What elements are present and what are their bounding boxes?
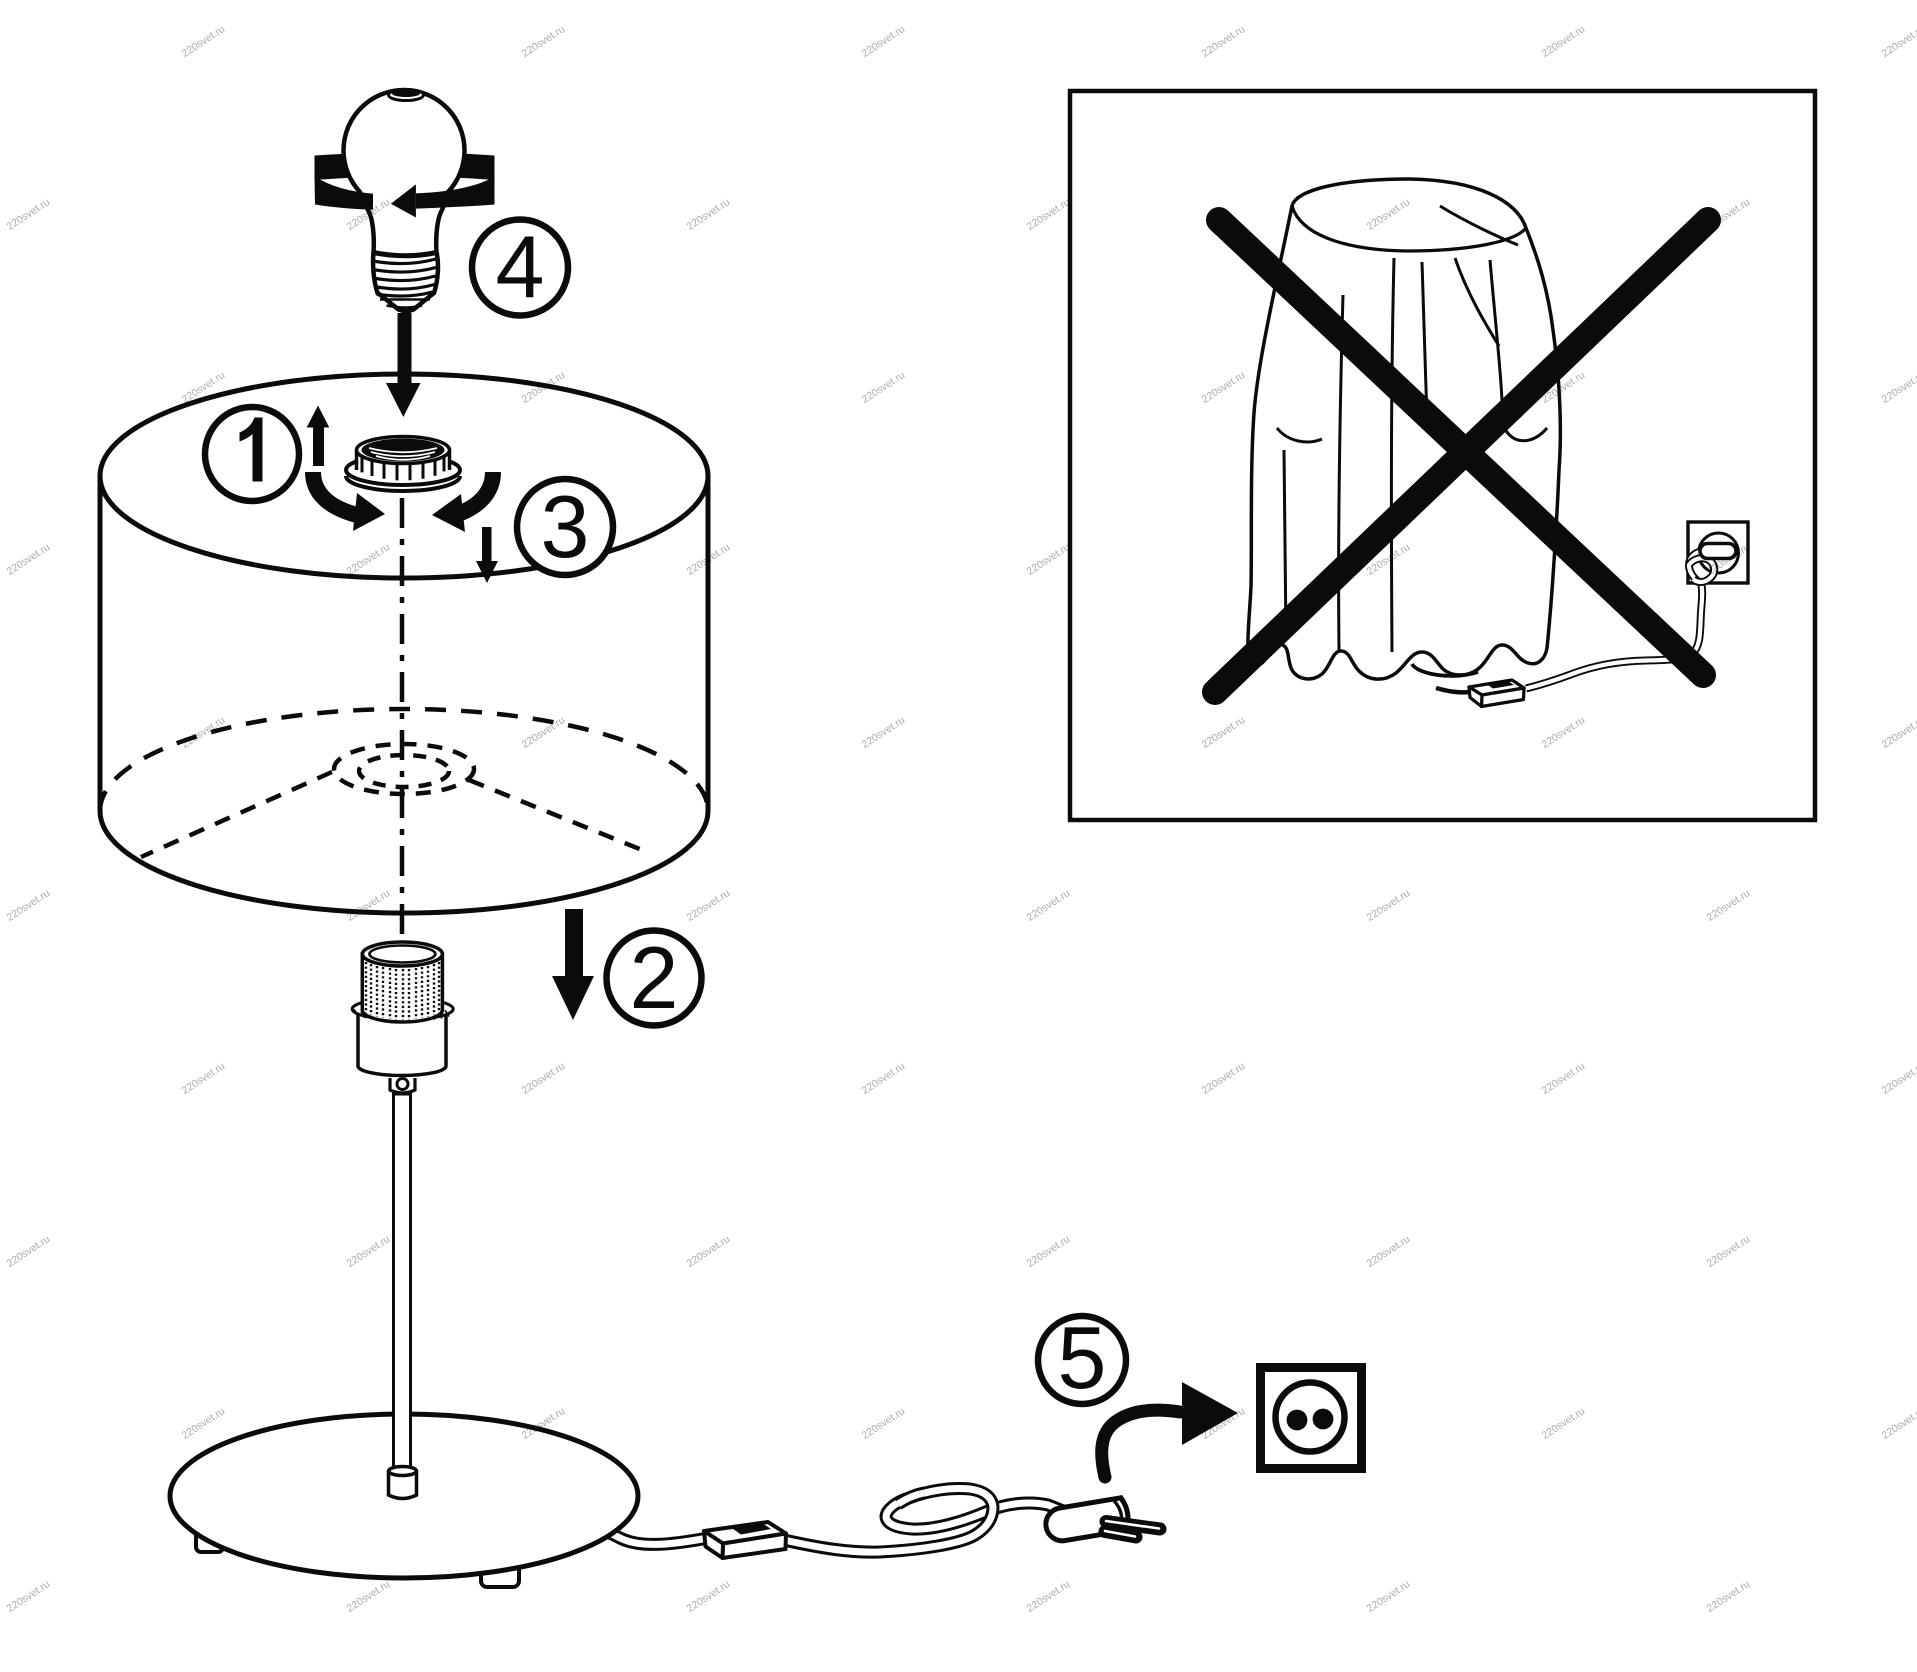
svg-text:5: 5 xyxy=(1058,1308,1107,1407)
svg-text:3: 3 xyxy=(541,477,590,576)
svg-text:4: 4 xyxy=(496,218,545,317)
svg-text:2: 2 xyxy=(630,928,679,1027)
